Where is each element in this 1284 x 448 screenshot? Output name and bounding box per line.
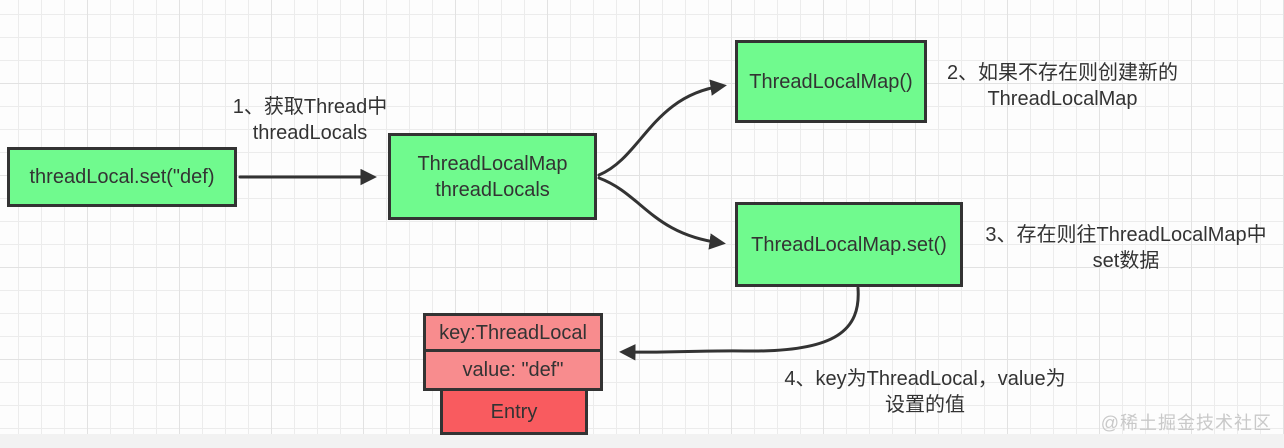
bottom-band <box>0 434 1284 448</box>
entry-key-cell: key:ThreadLocal <box>423 313 603 352</box>
annotation-step-3: 3、存在则往ThreadLocalMap中 set数据 <box>985 224 1267 273</box>
annotation-step-4: 4、key为ThreadLocal，value为 设置的值 <box>784 368 1066 417</box>
edge-set-to-entry <box>619 286 860 361</box>
edge-branch-to-constructor <box>597 79 727 177</box>
entry-label-box: Entry <box>440 388 588 435</box>
annotation-step-1: 1、获取Thread中 threadLocals <box>232 96 388 145</box>
node-threadlocalmap-set: ThreadLocalMap.set() <box>735 202 963 287</box>
annotation-step-2: 2、如果不存在则创建新的 ThreadLocalMap <box>946 62 1179 111</box>
edge-branch-to-set <box>597 176 726 250</box>
node-threadlocal-set-label: threadLocal.set("def) <box>29 166 215 188</box>
node-threadlocalmap-constructor: ThreadLocalMap() <box>735 40 927 123</box>
node-threadlocalmap-constructor-label: ThreadLocalMap() <box>749 70 913 93</box>
node-thread-threadlocals-label: ThreadLocalMap threadLocals <box>417 152 568 201</box>
entry-key-label: key:ThreadLocal <box>439 321 587 344</box>
node-thread-threadlocals: ThreadLocalMap threadLocals <box>388 133 597 220</box>
node-threadlocalmap-set-label: ThreadLocalMap.set() <box>751 233 947 256</box>
entry-label: Entry <box>490 400 538 423</box>
entry-value-label: value: "def" <box>462 359 564 381</box>
entry-value-cell: value: "def" <box>423 349 603 391</box>
watermark: @稀土掘金技术社区 <box>1100 413 1272 433</box>
node-threadlocal-set: threadLocal.set("def) <box>7 147 237 207</box>
